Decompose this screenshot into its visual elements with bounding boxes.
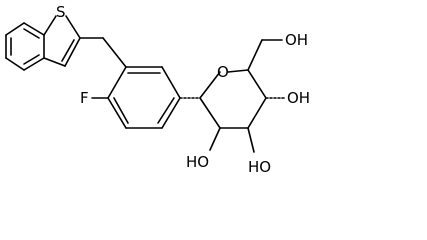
bond <box>5 22 25 36</box>
bond <box>247 97 267 129</box>
bond <box>247 127 255 153</box>
bond <box>23 22 45 36</box>
bond <box>157 97 175 124</box>
chemical-structure: S F O OH OH HO HO <box>5 3 310 176</box>
bond <box>23 57 45 71</box>
hydroxyl-6-label: OH <box>285 31 308 49</box>
bond <box>43 15 57 36</box>
bond <box>161 66 181 99</box>
bond <box>199 71 221 99</box>
bond <box>107 66 127 99</box>
bond <box>23 54 40 65</box>
bond <box>64 37 81 67</box>
hydroxyl-2-label: HO <box>186 153 209 171</box>
bond <box>209 127 221 151</box>
bond <box>65 15 81 39</box>
bond <box>113 97 129 124</box>
sulfur-atom: S <box>56 3 66 21</box>
bond <box>161 97 181 129</box>
bond <box>43 57 66 67</box>
bond <box>247 69 267 99</box>
ring-oxygen-atom: O <box>217 63 229 81</box>
bond <box>102 37 127 68</box>
bonds <box>5 15 286 153</box>
bond <box>5 57 25 71</box>
bond <box>23 28 40 39</box>
hydroxyl-4-label: OH <box>287 89 310 107</box>
bond <box>61 39 75 62</box>
bond <box>199 97 221 129</box>
bond <box>247 39 263 71</box>
atom-labels: S F O OH OH HO HO <box>56 3 310 176</box>
hydroxyl-3-label: HO <box>248 158 271 176</box>
fluorine-atom: F <box>80 89 89 107</box>
bond <box>107 97 127 129</box>
bond <box>227 69 249 73</box>
